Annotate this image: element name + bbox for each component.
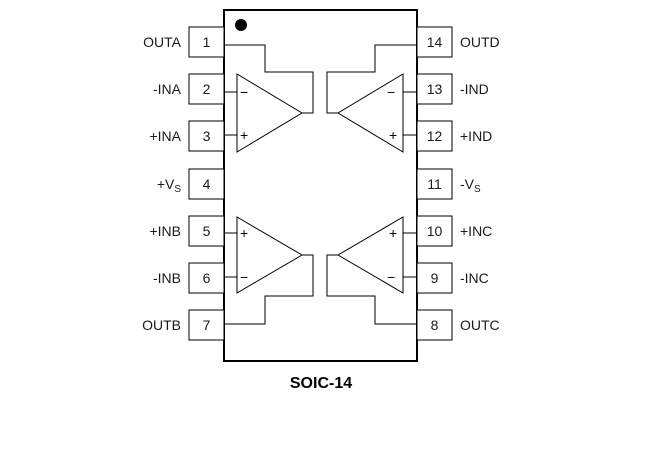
amplifier-b-top-sign: +: [240, 225, 248, 241]
amplifier-c-top-sign: +: [389, 225, 397, 241]
pin-number: 9: [431, 270, 439, 286]
pin-label-text: -V: [460, 176, 475, 192]
pin-label-text: +V: [157, 176, 175, 192]
amplifier-b: + −: [225, 216, 314, 325]
pin-box: [188, 26, 225, 58]
amplifier-a-triangle: [236, 73, 303, 153]
pin-label: OUTC: [460, 317, 500, 333]
package-body: [223, 9, 418, 362]
pin-3: 3 +INA: [149, 120, 225, 152]
pin-label-text: -INB: [153, 270, 181, 286]
pin-2: 2 -INA: [153, 73, 225, 105]
pin-box: [188, 215, 225, 247]
amplifier-d: − +: [326, 44, 416, 153]
pin-13: 13 -IND: [416, 73, 489, 105]
pin-8: 8 OUTC: [416, 309, 500, 341]
pin-label: -INB: [153, 270, 181, 286]
amplifier-c-triangle: [337, 216, 404, 294]
left-pin-column: 1 OUTA 2 -INA 3 +INA 4 +VS 5 +INB 6 -INB 7 OUTB: [142, 26, 225, 341]
amplifier-b-output-wire: [225, 254, 314, 325]
pin1-indicator-dot: [235, 19, 247, 31]
pin-6: 6 -INB: [153, 262, 225, 294]
pin-label-text: +INB: [149, 223, 181, 239]
amplifier-a-top-sign: −: [240, 84, 248, 100]
pin-number: 6: [203, 270, 211, 286]
pin-11: 11 -VS: [416, 168, 481, 200]
pin-label-subscript: S: [474, 184, 481, 195]
pin-label: +IND: [460, 128, 492, 144]
pin-number: 10: [427, 223, 443, 239]
pin-label-text: -INA: [153, 81, 182, 97]
pin-label: +INA: [149, 128, 181, 144]
pin-number: 4: [203, 176, 211, 192]
pin-label: +INB: [149, 223, 181, 239]
amplifier-d-output-wire: [326, 44, 416, 114]
pin-5: 5 +INB: [149, 215, 225, 247]
pin-label: -INC: [460, 270, 489, 286]
pin-label-subscript: S: [174, 184, 181, 195]
pin-number: 2: [203, 81, 211, 97]
amplifier-a: − +: [225, 44, 314, 153]
pin-label-text: OUTD: [460, 34, 500, 50]
pin-4: 4 +VS: [157, 168, 225, 200]
pin-label-text: +IND: [460, 128, 492, 144]
pin-box: [416, 215, 453, 247]
pin-label-text: OUTC: [460, 317, 500, 333]
pin-box: [188, 168, 225, 200]
pin-label-text: -INC: [460, 270, 489, 286]
pin-label-text: -IND: [460, 81, 489, 97]
pin-7: 7 OUTB: [142, 309, 225, 341]
pin-9: 9 -INC: [416, 262, 489, 294]
pin-number: 5: [203, 223, 211, 239]
pin-box: [416, 26, 453, 58]
pin-box: [188, 120, 225, 152]
pin-1: 1 OUTA: [143, 26, 225, 58]
amplifier-c-output-wire: [326, 254, 416, 325]
pin-number: 3: [203, 128, 211, 144]
amplifier-d-bottom-sign: +: [389, 127, 397, 143]
pin-number: 8: [431, 317, 439, 333]
pin-box: [416, 73, 453, 105]
amplifier-b-bottom-sign: −: [240, 269, 248, 285]
pin-box: [188, 73, 225, 105]
pin-label-text: OUTA: [143, 34, 182, 50]
amplifier-d-top-sign: −: [387, 84, 395, 100]
pin-label: -INA: [153, 81, 182, 97]
amplifier-d-triangle: [337, 73, 404, 153]
pin-number: 12: [427, 128, 443, 144]
pin-box: [416, 168, 453, 200]
pin-label: +VS: [157, 176, 182, 195]
right-pin-column: 14 OUTD 13 -IND 12 +IND 11 -VS 10 +INC 9 -INC 8 OUTC: [416, 26, 500, 341]
pin-number: 13: [427, 81, 443, 97]
pin-label: -IND: [460, 81, 489, 97]
package-title: SOIC-14: [290, 375, 352, 392]
amplifier-a-bottom-sign: +: [240, 127, 248, 143]
pin-label-text: +INC: [460, 223, 492, 239]
pin-label: OUTD: [460, 34, 500, 50]
pin-label: OUTA: [143, 34, 182, 50]
pin-box: [416, 309, 453, 341]
pin-box: [188, 309, 225, 341]
pin-number: 11: [427, 176, 442, 192]
pin-number: 14: [427, 34, 443, 50]
pin-10: 10 +INC: [416, 215, 492, 247]
pin-label: +INC: [460, 223, 492, 239]
pin-number: 1: [203, 34, 211, 50]
amplifier-c: + −: [326, 216, 416, 325]
pin-label: OUTB: [142, 317, 181, 333]
amplifier-b-triangle: [236, 216, 303, 294]
pin-label: -VS: [460, 176, 481, 195]
amplifier-c-bottom-sign: −: [387, 269, 395, 285]
pin-number: 7: [203, 317, 211, 333]
pin-label-text: +INA: [149, 128, 181, 144]
pin-label-text: OUTB: [142, 317, 181, 333]
pin-box: [188, 262, 225, 294]
pin-box: [416, 262, 453, 294]
pin-14: 14 OUTD: [416, 26, 500, 58]
pin-12: 12 +IND: [416, 120, 492, 152]
pin-box: [416, 120, 453, 152]
amplifier-a-output-wire: [225, 44, 314, 114]
